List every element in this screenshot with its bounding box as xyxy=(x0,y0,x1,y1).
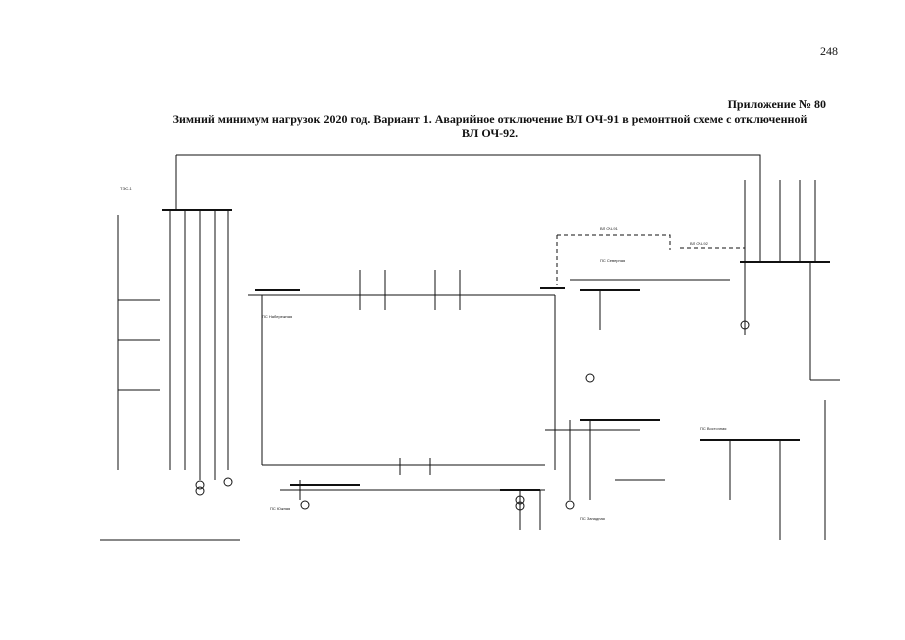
transformer-icon xyxy=(300,500,310,510)
node-label: ТЭС-1 xyxy=(120,186,133,191)
transformer-icon xyxy=(565,500,575,510)
top-feeder-line xyxy=(176,154,761,180)
transformer-icon xyxy=(585,373,595,383)
transformer-icon xyxy=(195,480,205,490)
transformer-icon xyxy=(223,477,233,487)
node-label: ПС Набережная xyxy=(262,314,292,319)
transformer-icon xyxy=(515,495,525,505)
line-label: ВЛ ОЧ-91 xyxy=(600,226,619,231)
node-label: ПС Западная xyxy=(580,516,605,521)
transformer-icon xyxy=(740,320,750,330)
node-label: ПС Северная xyxy=(600,258,625,263)
page-number: 248 xyxy=(820,44,838,58)
title-line-2: ВЛ ОЧ-92. xyxy=(461,126,519,140)
node-label: ПС Южная xyxy=(270,506,290,511)
transformer-icon xyxy=(195,486,205,496)
line-label: ВЛ ОЧ-92 xyxy=(690,241,709,246)
lower-switch-ticks xyxy=(299,458,431,500)
ring-switch-ticks xyxy=(359,270,461,310)
title-line-1: Зимний минимум нагрузок 2020 год. Вариан… xyxy=(172,112,808,126)
transformer-icon xyxy=(515,501,525,511)
appendix-label: Приложение № 80 xyxy=(727,97,826,111)
page-title: Зимний минимум нагрузок 2020 год. Вариан… xyxy=(140,112,840,140)
disconnected-line-1 xyxy=(557,234,671,250)
node-label: ПС Восточная xyxy=(700,426,726,431)
